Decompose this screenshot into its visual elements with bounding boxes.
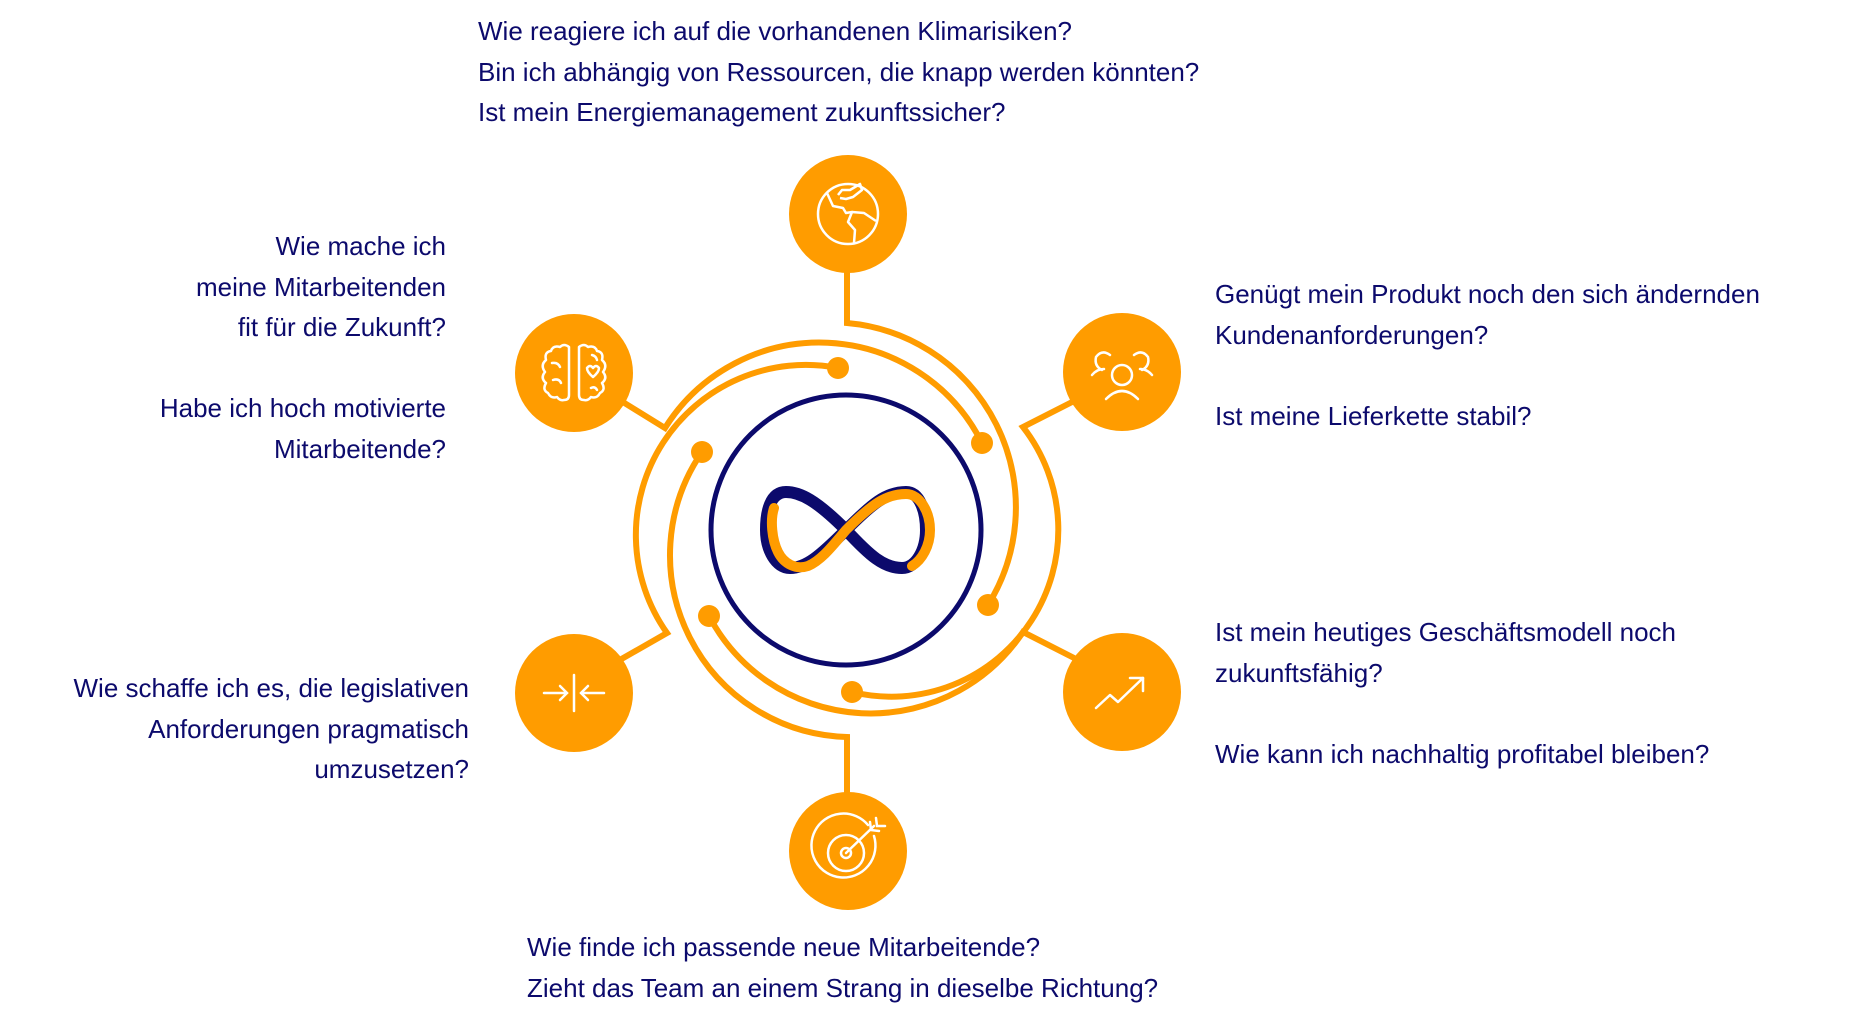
questions-customers: Genügt mein Produkt noch den sich ändern… bbox=[1215, 274, 1760, 436]
center-ring bbox=[708, 392, 984, 668]
question-line: Anforderungen pragmatisch bbox=[148, 713, 469, 744]
circuit-dot bbox=[977, 594, 999, 616]
question-line: Bin ich abhängig von Ressourcen, die kna… bbox=[478, 56, 1200, 87]
topic-globe bbox=[789, 155, 907, 273]
circuit-dot bbox=[971, 432, 993, 454]
people-icon bbox=[1090, 351, 1154, 401]
question-line: Habe ich hoch motivierte bbox=[159, 393, 446, 423]
question-line: Wie kann ich nachhaltig profitabel bleib… bbox=[1215, 738, 1710, 769]
circuit-path-people bbox=[851, 396, 1080, 700]
trending-up-icon bbox=[1094, 676, 1145, 710]
circuit-path-target bbox=[667, 450, 850, 795]
question-line: Genügt mein Produkt noch den sich ändern… bbox=[1215, 279, 1760, 309]
questions-environment: Wie reagiere ich auf die vorhandenen Kli… bbox=[478, 11, 1199, 133]
questions-legislation: Wie schaffe ich es, die legislativen Anf… bbox=[74, 668, 470, 790]
topic-target bbox=[789, 792, 907, 910]
topic-people bbox=[1063, 313, 1181, 431]
question-line: Kundenanforderungen? bbox=[1215, 319, 1489, 350]
question-line: Ist mein heutiges Geschäftsmodell noch bbox=[1215, 617, 1677, 647]
question-line: meine Mitarbeitenden bbox=[195, 271, 446, 302]
question-line: Ist meine Lieferkette stabil? bbox=[1215, 400, 1532, 431]
topic-chart bbox=[1063, 633, 1181, 751]
circuit-dot bbox=[691, 441, 713, 463]
topic-arrows bbox=[515, 634, 633, 752]
question-line: Wie finde ich passende neue Mitarbeitend… bbox=[527, 932, 1041, 962]
circuit-dot bbox=[827, 357, 849, 379]
questions-business: Ist mein heutiges Geschäftsmodell noch z… bbox=[1215, 612, 1709, 774]
question-line: Zieht das Team an einem Strang in diesel… bbox=[527, 972, 1159, 1003]
question-line: Ist mein Energiemanagement zukunftssiche… bbox=[478, 97, 1006, 127]
question-line: Wie reagiere ich auf die vorhandenen Kli… bbox=[478, 16, 1072, 46]
arrows-converge-icon bbox=[542, 673, 606, 713]
topic-brain bbox=[515, 314, 633, 432]
questions-employees: Wie mache ich meine Mitarbeitenden fit f… bbox=[160, 226, 446, 469]
globe-icon bbox=[816, 182, 880, 246]
circuit-dot bbox=[698, 605, 720, 627]
question-line: Mitarbeitende? bbox=[274, 433, 446, 464]
infinity-icon bbox=[759, 485, 936, 575]
circuit-path-top bbox=[844, 270, 1019, 607]
questions-team: Wie finde ich passende neue Mitarbeitend… bbox=[527, 927, 1158, 1008]
circuit-dot bbox=[841, 681, 863, 703]
circuit-path-brain bbox=[616, 339, 985, 445]
question-line: Wie schaffe ich es, die legislativen bbox=[73, 673, 470, 703]
brain-icon bbox=[541, 343, 607, 402]
question-line: umzusetzen? bbox=[314, 754, 469, 784]
circuit-path-chart bbox=[706, 614, 1080, 717]
question-line: fit für die Zukunft? bbox=[237, 312, 446, 342]
circuit-path-arrows bbox=[616, 361, 839, 664]
target-icon bbox=[810, 812, 887, 879]
question-line: zukunftsfähig? bbox=[1215, 657, 1383, 688]
question-line: Wie mache ich bbox=[275, 231, 447, 261]
